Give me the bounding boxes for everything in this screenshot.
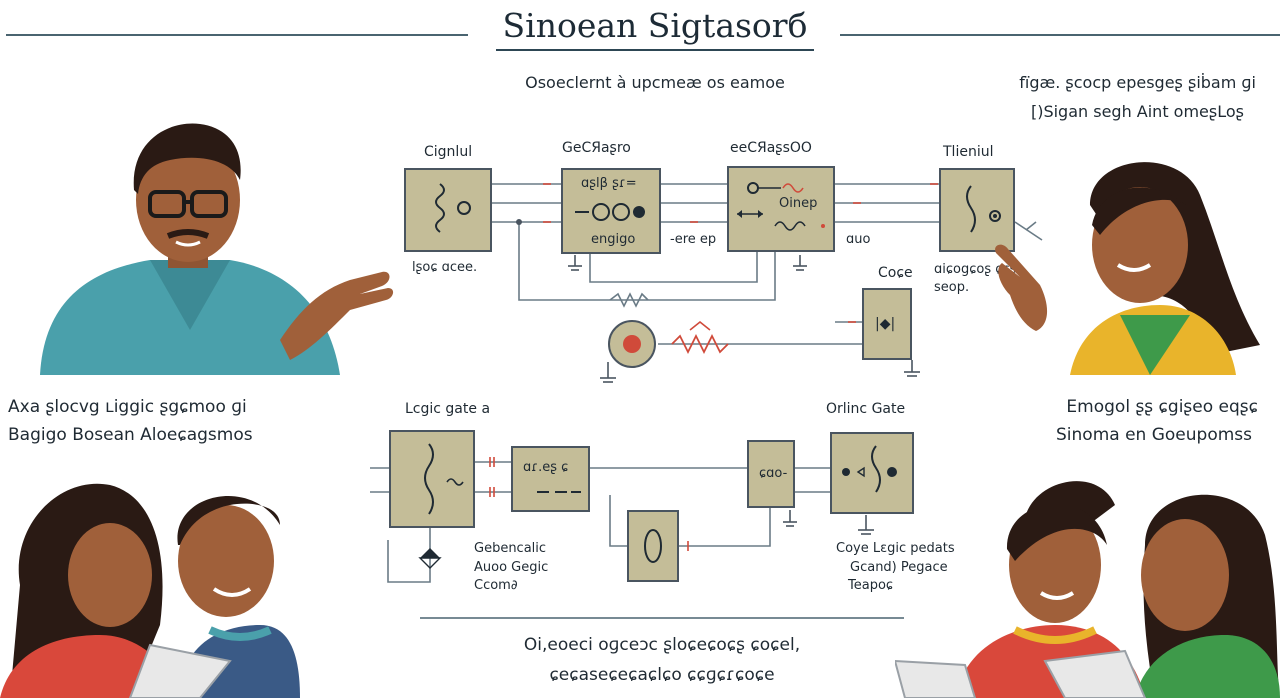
coil-symbol — [435, 183, 471, 233]
code-component: |◆| — [862, 288, 912, 360]
students-left-illustration — [0, 483, 300, 698]
left-mid-text-2: Bagigo Bosean Aloeɕagsmos — [8, 425, 253, 445]
processor-text: Oinep — [779, 196, 818, 211]
label-signal: Cignlul — [424, 144, 473, 160]
footer-text-1: Oi,eoeci oɡceɔc ʂloɕeɕoɕʂ ɕoɕel, — [523, 635, 801, 655]
signal-component — [404, 168, 492, 252]
between-caption: -ere ep — [670, 232, 717, 247]
generator-symbol — [575, 203, 645, 221]
gate-a-lines — [537, 491, 581, 493]
gate-b-text: ɕɑo- — [759, 466, 788, 481]
subtitle-text: Osoeclernt à upcmeæ os eamoe — [525, 73, 785, 92]
gate-a-component: ɑɾ.eʂ ɕ — [511, 446, 590, 512]
title-underline — [496, 49, 814, 51]
header-rule-left — [6, 34, 468, 36]
terminal-caption-1: ɑiɕogɕoʂ ɕɕʂ — [934, 262, 1017, 277]
logic-gate-component — [389, 430, 475, 528]
label-generator: GeCЯaʂro — [562, 140, 631, 156]
terminal-symbol — [966, 185, 1001, 233]
bottom-left-caption-2: Auoo Gegic — [474, 560, 549, 575]
bottom-left-caption-1: Gebencalic — [474, 541, 547, 556]
label-terminal: Tlieniul — [943, 144, 994, 160]
gate-a-text: ɑɾ.eʂ ɕ — [523, 460, 569, 475]
logic-wave-symbol — [424, 443, 464, 515]
students-right-illustration — [895, 481, 1280, 698]
oscillator-component — [627, 510, 679, 582]
label-processor: eeCЯaʂsOO — [730, 140, 812, 156]
terminal-component — [939, 168, 1015, 252]
generator-component: ɑʂlβ ʂɾ= engigo — [561, 168, 661, 254]
source-dot-icon — [623, 335, 641, 353]
source-indicator — [608, 320, 656, 368]
code-label: Coɕe — [878, 265, 913, 281]
label-logic-gate: Lcgic gate a — [405, 401, 491, 417]
orlinc-gate-component — [830, 432, 914, 514]
processor-component: Oinep — [727, 166, 835, 252]
right-top-text-1: fïgæ. ʂcocp epesgeʂ ʂiḃam ɡi — [1019, 73, 1256, 92]
processor-caption: ɑuo — [846, 232, 871, 247]
label-orlinc-gate: Orlinc Gate — [826, 401, 906, 417]
bottom-right-caption-3: Teapoɕ — [848, 578, 894, 593]
generator-top-text: ɑʂlβ ʂɾ= — [581, 176, 637, 191]
gate-b-component: ɕɑo- — [747, 440, 795, 508]
bottom-left-caption-3: Ccom∂ — [474, 578, 518, 593]
header-rule-right — [840, 34, 1280, 36]
page-title: Sinoean Sigtasorб — [502, 6, 808, 45]
orlinc-symbol — [842, 445, 897, 493]
generator-bottom-text: engigo — [591, 232, 636, 247]
right-mid-text-2: Sinoma en Goeupomss — [1056, 425, 1252, 445]
processor-symbol — [737, 182, 825, 231]
right-top-text-2: [)Sigan segh Aint omeʂLoʂ — [1030, 102, 1244, 121]
bottom-right-caption-1: Coye Lɛgic pedats — [836, 541, 955, 556]
oscillator-symbol — [644, 529, 662, 563]
girl-pointing-illustration — [995, 162, 1260, 375]
left-mid-text-1: Axa ʂlocvg ʟiggic ʂgɕmoo ɡi — [8, 397, 247, 417]
teacher-illustration — [40, 123, 394, 375]
gate-symbol: |◆| — [875, 316, 896, 332]
signal-caption: lʂoɕ ɑcee. — [412, 260, 478, 275]
footer-text-2: ɕeɕaseɕeɕaɕlɕo ɕɕɡɕɾɕoɕe — [549, 665, 775, 685]
terminal-caption-2: seop. — [934, 280, 970, 295]
right-mid-text-1: Emogol ʂʂ ɕgiʂeo eqʂɕ — [1066, 397, 1258, 417]
bottom-right-caption-2: Gcand) Pegace — [850, 560, 948, 575]
